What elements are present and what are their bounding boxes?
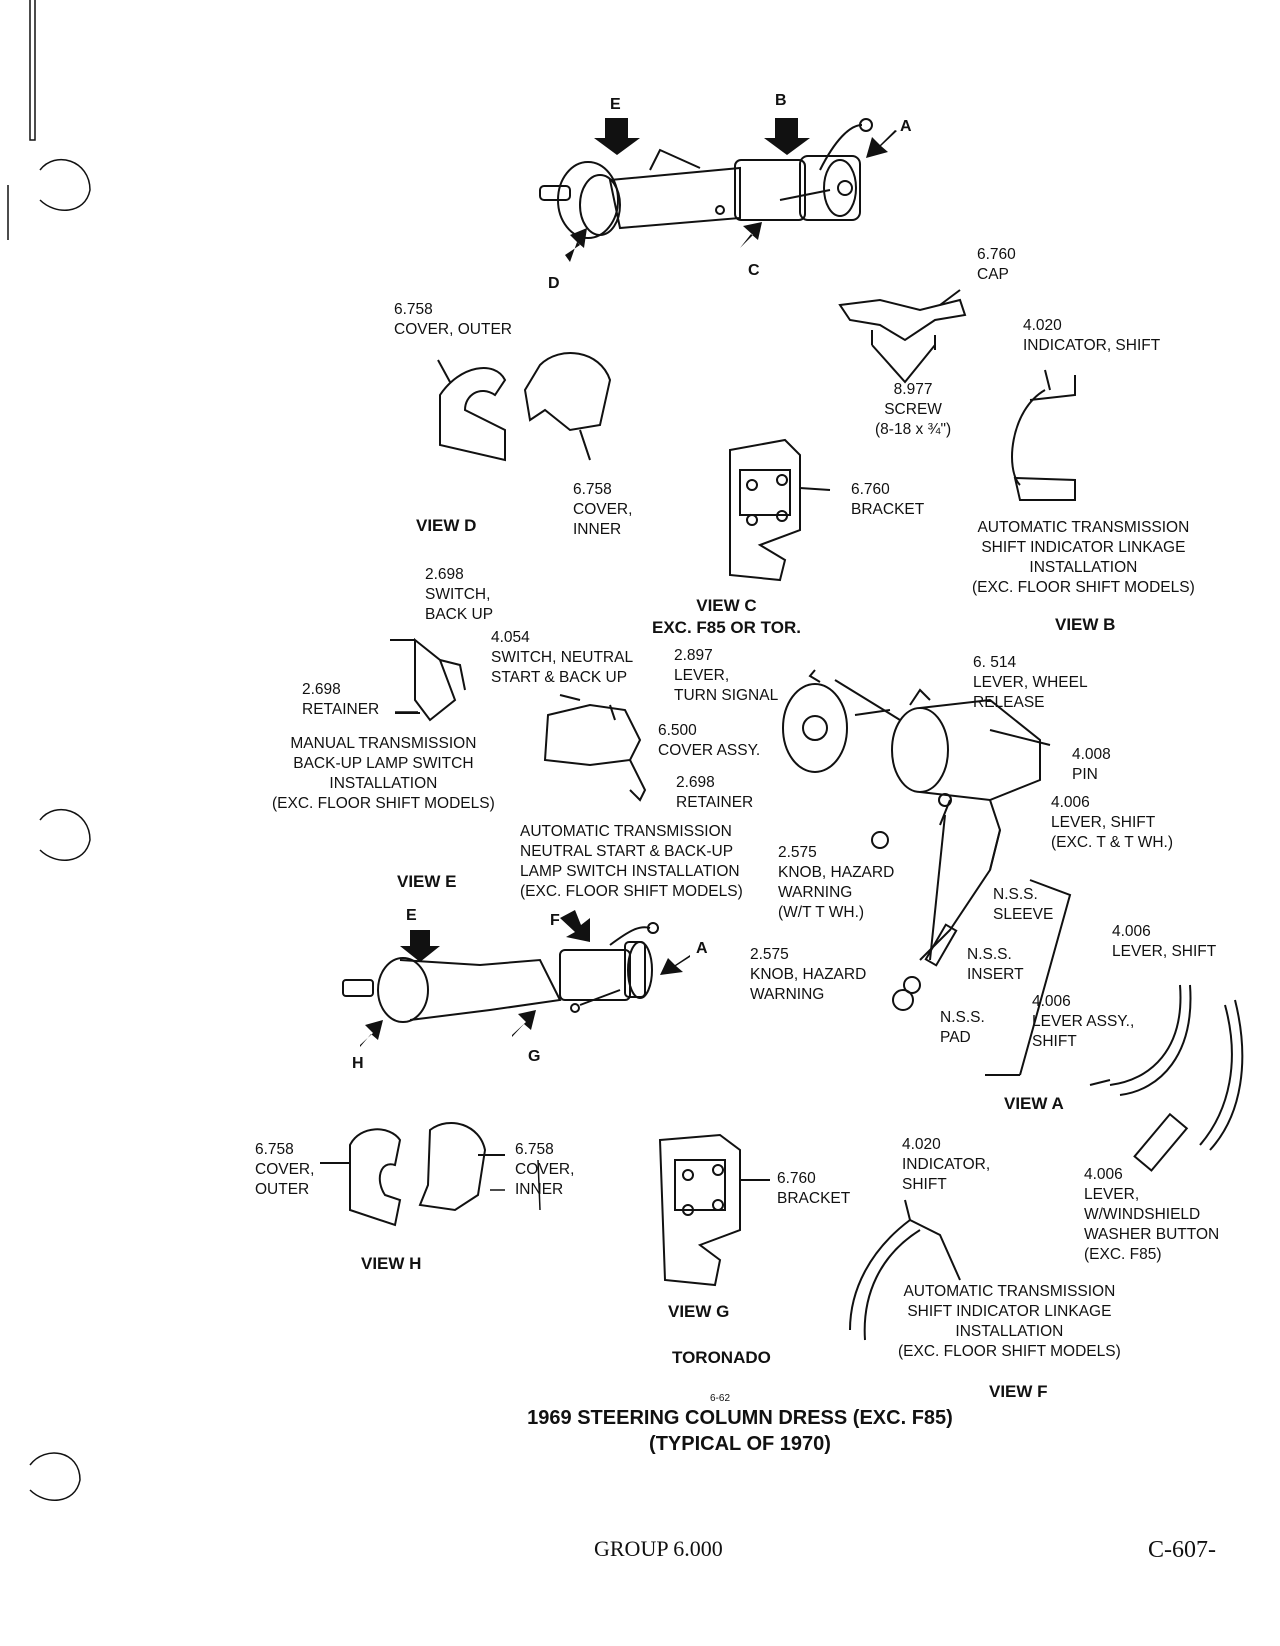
diagram-title: 1969 STEERING COLUMN DRESS (EXC. F85) (T… xyxy=(527,1407,953,1455)
view-f-indicator xyxy=(849,1199,961,1341)
view-a-column xyxy=(782,669,1051,871)
view-f-title: VIEW F xyxy=(989,1382,1048,1401)
label-cover-inner-d: 6.758 COVER, INNER xyxy=(573,481,633,538)
view-d-title: VIEW D xyxy=(416,516,477,535)
auto-neutral-switch xyxy=(543,694,647,802)
group-label: GROUP 6.000 xyxy=(594,1536,723,1561)
label-lever-shift-exc: 4.006 LEVER, SHIFT (EXC. T & T WH.) xyxy=(1051,794,1174,851)
label-cover-inner-h: 6.758 COVER, INNER xyxy=(515,1141,575,1198)
arrow-label-f-bottom: F xyxy=(550,912,560,929)
view-a-shift-levers xyxy=(1089,984,1244,1172)
label-bracket-c: 6.760 BRACKET xyxy=(851,481,925,518)
arrows-top xyxy=(565,118,897,262)
label-knob-hazard-wt: 2.575 KNOB, HAZARD WARNING (W/T T WH.) xyxy=(778,844,895,921)
view-g-title: VIEW G xyxy=(668,1302,730,1321)
view-a-title: VIEW A xyxy=(1004,1094,1064,1113)
label-lever-washer: 4.006 LEVER, W/WINDSHIELD WASHER BUTTON … xyxy=(1084,1166,1220,1263)
arrow-label-a-top: A xyxy=(900,118,912,135)
label-switch-neutral: 4.054 SWITCH, NEUTRAL START & BACK UP xyxy=(491,629,634,686)
label-auto-trans-f: AUTOMATIC TRANSMISSION SHIFT INDICATOR L… xyxy=(898,1283,1121,1360)
view-e-title: VIEW E xyxy=(397,872,457,891)
toronado-title: TORONADO xyxy=(672,1348,771,1367)
label-auto-trans-b: AUTOMATIC TRANSMISSION SHIFT INDICATOR L… xyxy=(972,519,1195,596)
view-b-indicator xyxy=(1011,369,1076,501)
view-b-title: VIEW B xyxy=(1055,615,1116,634)
label-lever-shift-a: 4.006 LEVER, SHIFT xyxy=(1112,923,1217,960)
arrow-label-c-top: C xyxy=(748,262,760,279)
label-screw: 8.977 SCREW (8-18 x ¾") xyxy=(875,381,952,438)
arrow-label-a-bottom: A xyxy=(696,940,708,957)
arrow-label-e-bottom: E xyxy=(406,907,417,924)
label-switch-backup: 2.698 SWITCH, BACK UP xyxy=(425,566,494,623)
label-lever-assy: 4.006 LEVER ASSY., SHIFT xyxy=(1032,993,1135,1050)
steering-column-top xyxy=(539,118,873,239)
arrow-label-e-top: E xyxy=(610,96,621,113)
figure-number: 6-62 xyxy=(710,1393,731,1404)
arrow-label-d-top: D xyxy=(548,275,560,292)
label-cover-outer-h: 6.758 COVER, OUTER xyxy=(255,1141,315,1198)
arrow-label-g-bottom: G xyxy=(528,1048,541,1065)
view-c-bracket xyxy=(729,438,831,582)
arrow-label-b-top: B xyxy=(775,92,787,109)
label-auto-neutral: AUTOMATIC TRANSMISSION NEUTRAL START & B… xyxy=(520,823,743,900)
view-h-covers xyxy=(320,1121,505,1227)
view-g-bracket xyxy=(658,1133,770,1287)
view-c-title: VIEW C EXC. F85 OR TOR. xyxy=(652,596,801,637)
label-nss-insert: N.S.S. INSERT xyxy=(967,946,1024,983)
page-number: C-607- xyxy=(1148,1537,1216,1563)
arrows-bottom xyxy=(360,910,690,1047)
label-manual-trans: MANUAL TRANSMISSION BACK-UP LAMP SWITCH … xyxy=(272,735,495,812)
label-retainer-1: 2.698 RETAINER xyxy=(302,681,380,718)
label-nss-pad: N.S.S. PAD xyxy=(940,1009,985,1046)
leader-lines xyxy=(395,711,541,1211)
label-nss-sleeve: N.S.S. SLEEVE xyxy=(993,886,1054,923)
label-lever-turn: 2.897 LEVER, TURN SIGNAL xyxy=(674,647,779,704)
arrow-label-h-bottom: H xyxy=(352,1055,364,1072)
label-knob-hazard: 2.575 KNOB, HAZARD WARNING xyxy=(750,946,867,1003)
label-cap: 6.760 CAP xyxy=(977,246,1016,283)
manual-trans-switch xyxy=(390,637,466,722)
view-h-title: VIEW H xyxy=(361,1254,422,1273)
label-bracket-g: 6.760 BRACKET xyxy=(777,1170,851,1207)
cap-and-screws xyxy=(838,289,967,384)
steering-column-bottom xyxy=(342,922,659,1023)
label-cover-outer-d: 6.758 COVER, OUTER xyxy=(394,301,512,338)
label-retainer-2: 2.698 RETAINER xyxy=(676,774,754,811)
binder-marks xyxy=(7,0,91,1501)
label-cover-assy: 6.500 COVER ASSY. xyxy=(658,722,761,759)
label-pin: 4.008 PIN xyxy=(1072,746,1111,783)
view-a-lever-parts xyxy=(892,814,1072,1076)
label-indicator-shift-b: 4.020 INDICATOR, SHIFT xyxy=(1023,317,1161,354)
label-lever-wheel: 6. 514 LEVER, WHEEL RELEASE xyxy=(973,654,1088,711)
label-indicator-shift-f: 4.020 INDICATOR, SHIFT xyxy=(902,1136,991,1193)
view-d-covers xyxy=(437,352,612,462)
